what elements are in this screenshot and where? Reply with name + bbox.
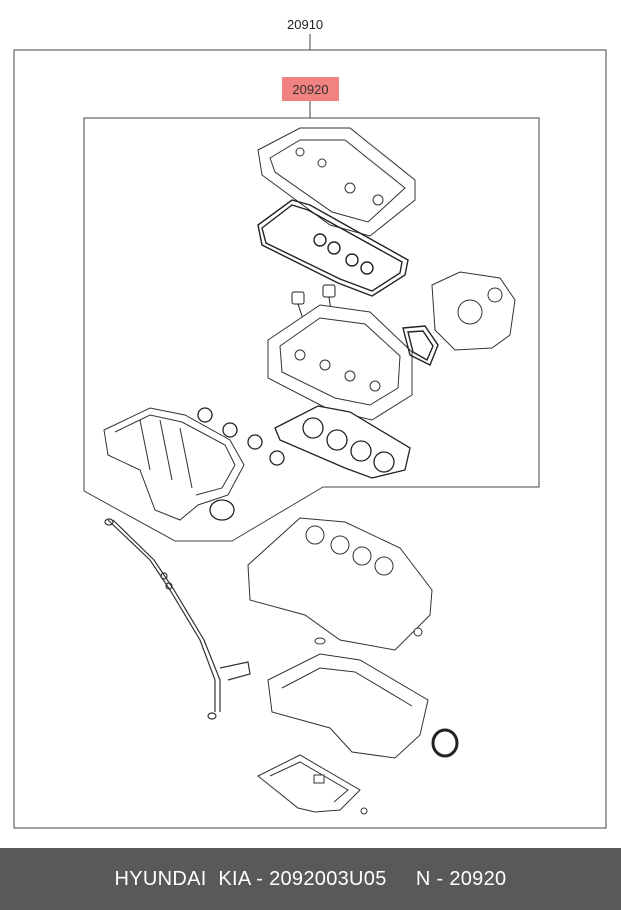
manifold-gasket-part [197, 407, 285, 521]
cylinder-head-part [267, 304, 413, 421]
valve-stem-seal-part [291, 284, 336, 329]
kit-number-label: 20920 [282, 77, 339, 101]
rear-oil-seal-part [431, 728, 459, 758]
footer-text: HYUNDAI KIA - 2092003U05 N - 20920 [114, 867, 507, 890]
valve-cover-gasket-part [257, 199, 409, 297]
part-number-footer: HYUNDAI KIA - 2092003U05 N - 20920 [0, 848, 621, 910]
valve-cover-part [257, 127, 416, 237]
water-pump-gasket-part [402, 325, 439, 366]
head-gasket-part [274, 405, 411, 479]
lower-crankcase-part [267, 653, 429, 759]
intake-manifold-part [103, 407, 245, 521]
cylinder-block-part [247, 517, 433, 651]
oil-pan-part [257, 754, 368, 815]
dipstick-part [104, 518, 251, 720]
parts-diagram [13, 34, 607, 829]
kit-frame [83, 117, 540, 542]
assembly-number-label: 20910 [287, 17, 324, 32]
water-pump-part [431, 271, 516, 351]
